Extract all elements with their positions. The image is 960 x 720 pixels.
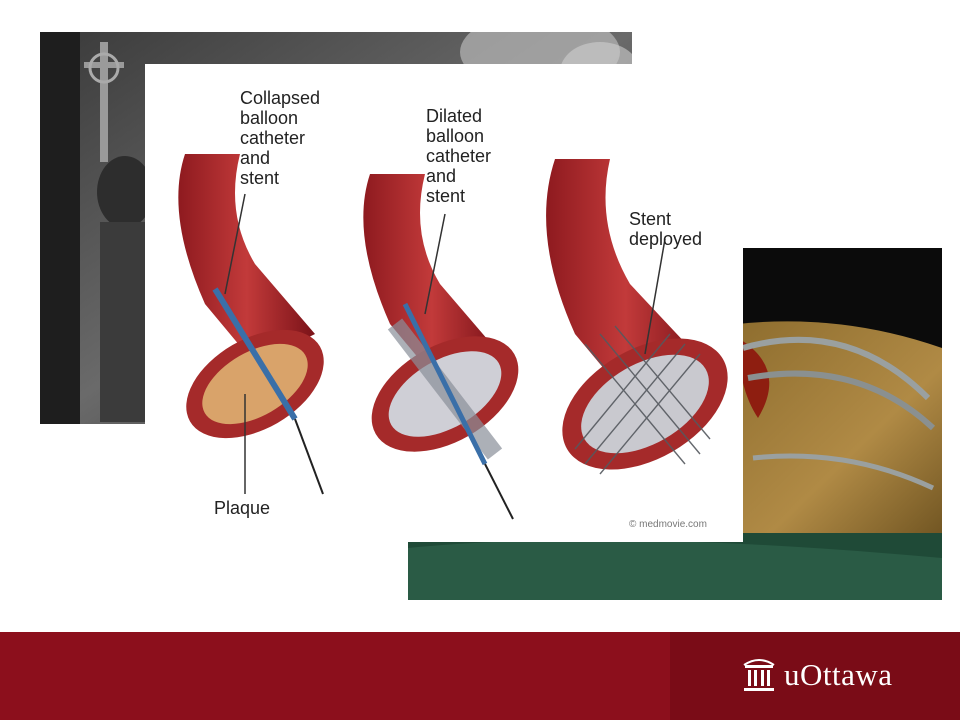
label-line: catheter (426, 146, 492, 166)
label-line: Stent (629, 209, 672, 229)
label-line: balloon (426, 126, 485, 146)
image-credit: © medmovie.com (629, 519, 707, 530)
label-stent-deployed: Stent deployed (629, 209, 702, 249)
label-dilated-balloon: Dilated balloon catheter and stent (426, 106, 491, 206)
label-collapsed-balloon: Collapsed balloon catheter and stent (240, 88, 320, 188)
logo-text: uOttawa (784, 657, 893, 692)
label-line: balloon (240, 108, 299, 128)
footer-logo-panel (670, 632, 960, 720)
artery-illustrations (178, 154, 728, 520)
university-building-icon (743, 659, 775, 691)
label-line: stent (240, 168, 280, 188)
vessel-collapsed (178, 154, 324, 495)
vessel-stent-deployed (546, 159, 728, 475)
label-line: catheter (240, 128, 306, 148)
stent-procedure-diagram: Collapsed balloon catheter and stent Dil… (145, 64, 743, 542)
uottawa-logo: uOttawa (742, 655, 893, 695)
label-line: Dilated (426, 106, 483, 126)
label-plaque: Plaque (214, 498, 271, 518)
label-line: and (426, 166, 457, 186)
label-line: and (240, 148, 271, 168)
label-line: stent (426, 186, 466, 206)
label-line: Collapsed (240, 88, 321, 108)
label-line: deployed (629, 229, 703, 249)
footer-bar (0, 632, 960, 720)
vessel-dilated (363, 174, 519, 520)
